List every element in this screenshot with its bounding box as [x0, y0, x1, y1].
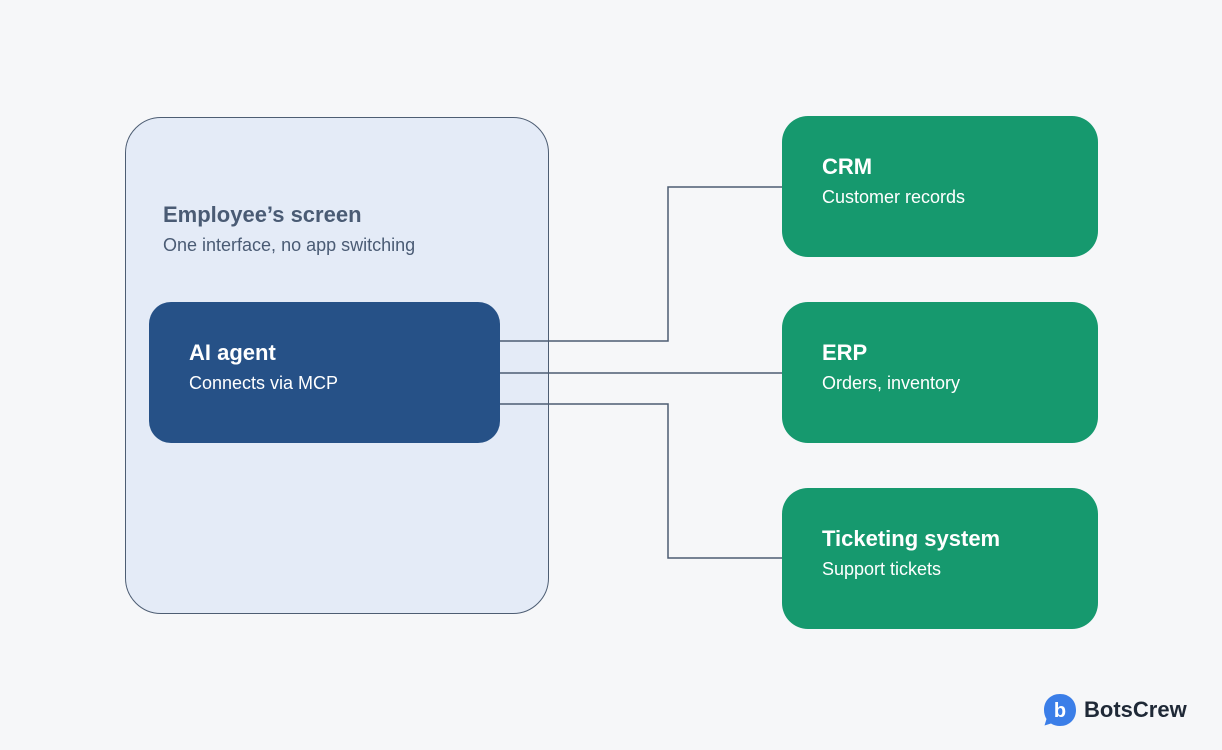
logo-mark-letter: b	[1054, 700, 1066, 722]
system-node-crm: CRM Customer records	[782, 116, 1098, 257]
system-subtitle: Support tickets	[822, 559, 942, 579]
system-node-ticketing: Ticketing system Support tickets	[782, 488, 1098, 629]
chat-bubble-icon: b	[1044, 694, 1076, 726]
logo-text: BotsCrew	[1084, 697, 1187, 722]
employee-screen-title: Employee’s screen	[163, 202, 362, 227]
ai-agent-title: AI agent	[189, 340, 276, 365]
system-title: Ticketing system	[822, 526, 1001, 551]
employee-screen-subtitle: One interface, no app switching	[163, 235, 416, 255]
system-subtitle: Customer records	[822, 187, 966, 207]
botscrew-logo: b BotsCrew	[1042, 691, 1187, 729]
connector-crm	[500, 186, 782, 342]
system-title: ERP	[822, 340, 868, 365]
ai-agent-node: AI agent Connects via MCP	[149, 302, 500, 443]
system-node-erp: ERP Orders, inventory	[782, 302, 1098, 443]
system-title: CRM	[822, 154, 873, 179]
connector-ticketing	[500, 403, 782, 559]
system-subtitle: Orders, inventory	[822, 373, 961, 393]
ai-agent-subtitle: Connects via MCP	[189, 373, 339, 393]
